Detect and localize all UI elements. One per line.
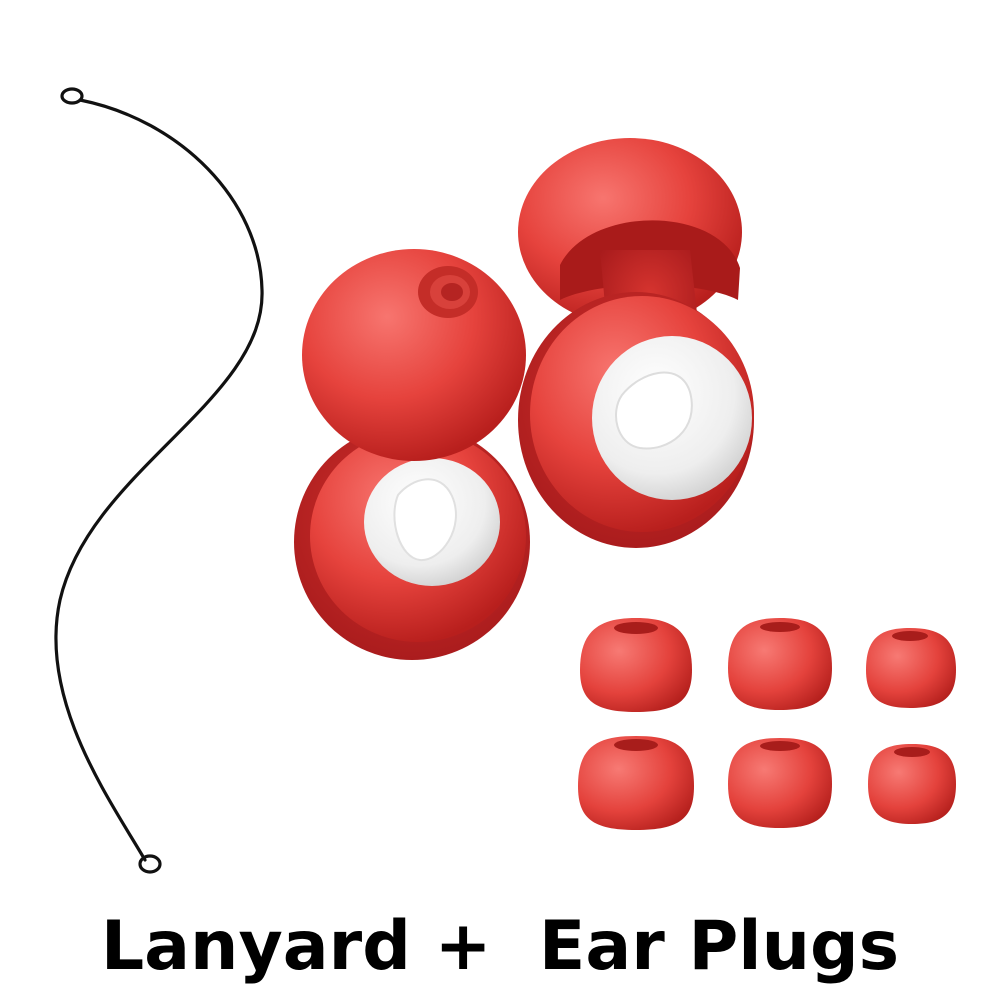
- ear-plug-icon: [518, 138, 754, 548]
- spare-ear-tips: [578, 618, 956, 830]
- spare-ear-tip-icon: [868, 744, 956, 824]
- spare-ear-tip-icon: [580, 618, 692, 712]
- spare-ear-tip-icon: [728, 618, 832, 710]
- spare-ear-tip-icon: [578, 736, 694, 830]
- spare-ear-tip-icon: [866, 628, 956, 708]
- spare-ear-tip-icon: [728, 738, 832, 828]
- ear-plug-icon: [294, 249, 530, 660]
- product-caption: Lanyard + Ear Plugs: [100, 907, 900, 986]
- lanyard-cord-icon: [54, 87, 264, 874]
